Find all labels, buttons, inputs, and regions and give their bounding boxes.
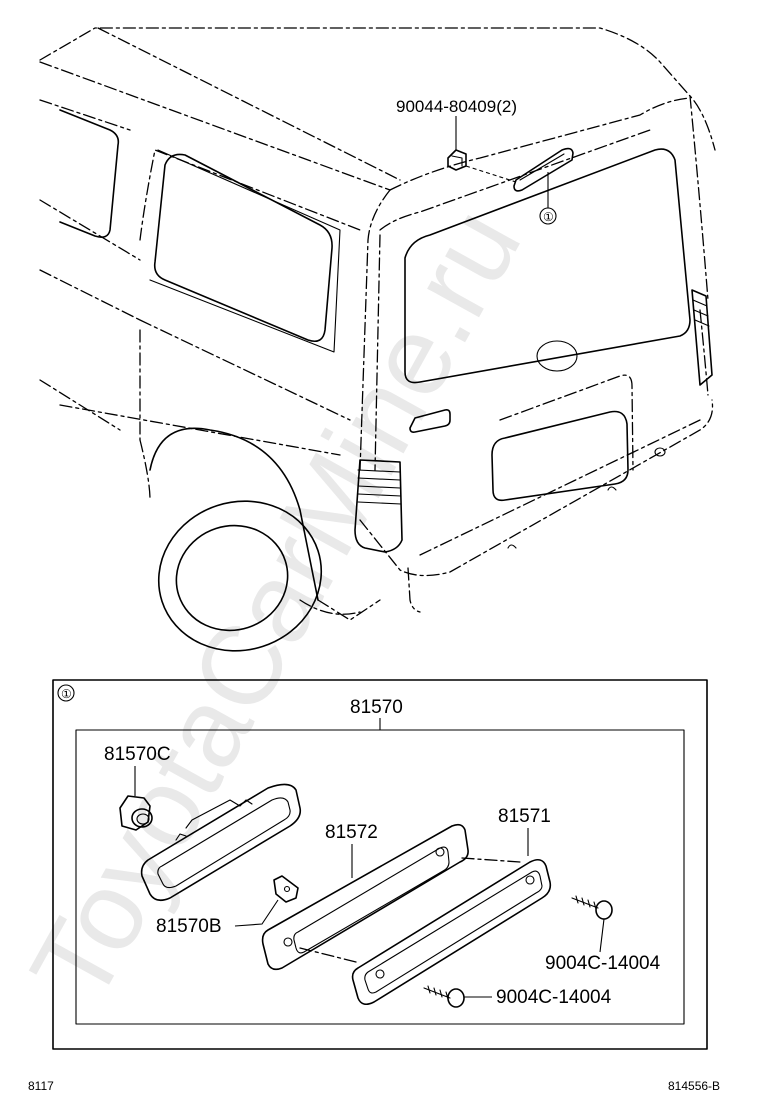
bracket-leader-line bbox=[234, 899, 279, 927]
lamp-body-part bbox=[140, 783, 302, 902]
socket-part-number: 81570C bbox=[104, 744, 171, 765]
screw-lower-part-number: 9004C-14004 bbox=[496, 987, 612, 1008]
screw-upper-leader-line bbox=[599, 918, 605, 953]
callout-number-box: ① bbox=[61, 687, 72, 701]
housing-part-number: 81571 bbox=[498, 806, 551, 827]
figure-code: 814556-B bbox=[668, 1079, 720, 1093]
watermark-text: ToyotaCarMine.ru bbox=[7, 188, 545, 1022]
bracket-part bbox=[273, 875, 299, 903]
housing-part bbox=[299, 857, 552, 1006]
lens-part-number: 81572 bbox=[325, 822, 378, 843]
screw-lower-part bbox=[423, 985, 465, 1008]
callout-circle-box bbox=[57, 684, 75, 702]
bracket-part-number: 81570B bbox=[156, 916, 222, 937]
page-number: 8117 bbox=[28, 1079, 54, 1093]
callout-number-top: ① bbox=[543, 210, 554, 224]
lens-part bbox=[261, 823, 469, 971]
socket-part bbox=[119, 795, 153, 831]
detail-frame bbox=[52, 679, 708, 1050]
van-illustration bbox=[39, 27, 716, 652]
screw-upper-part-number: 9004C-14004 bbox=[545, 953, 661, 974]
assembly-part-number: 81570 bbox=[350, 697, 403, 718]
screw-upper-part bbox=[571, 895, 613, 920]
clip-part-number: 90044-80409(2) bbox=[396, 97, 517, 116]
